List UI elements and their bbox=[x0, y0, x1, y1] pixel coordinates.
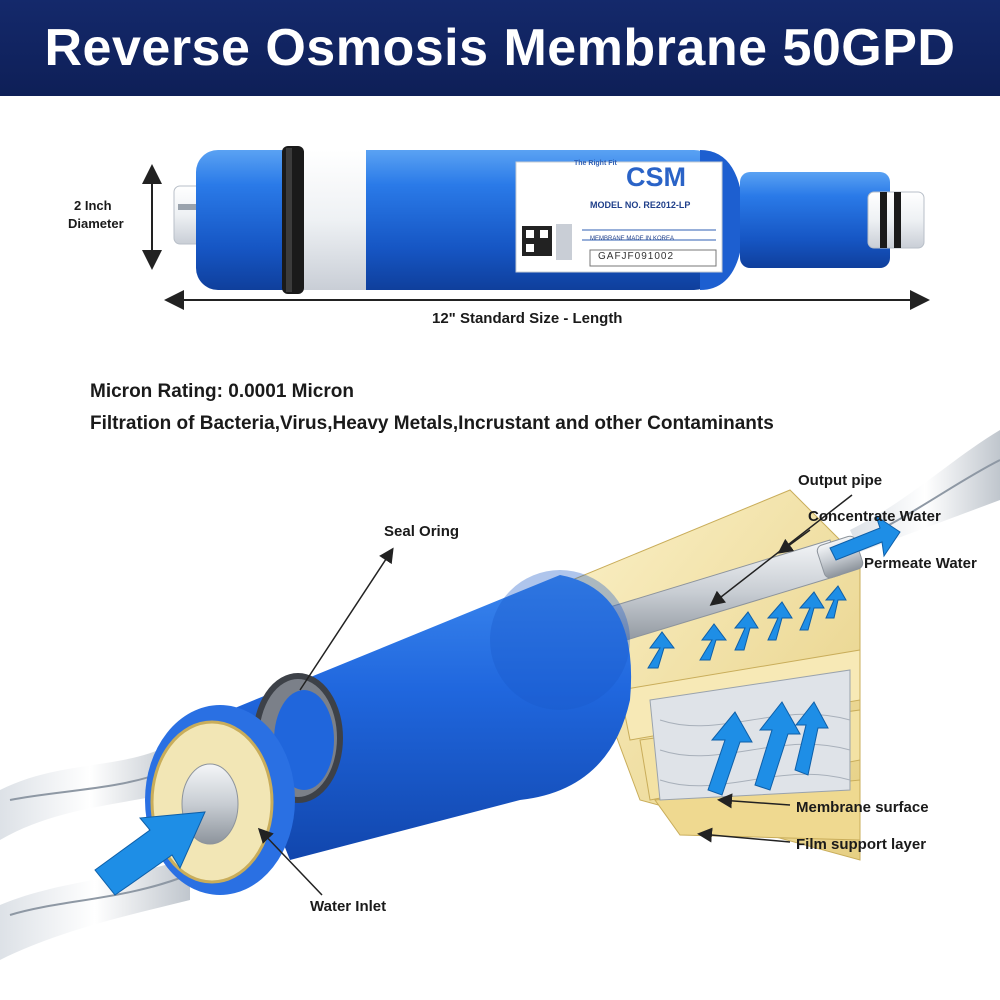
filtration-info: Filtration of Bacteria,Virus,Heavy Metal… bbox=[90, 413, 774, 434]
callout-lines bbox=[257, 494, 853, 896]
cutaway-diagram bbox=[0, 430, 1000, 960]
flow-arrows bbox=[94, 514, 901, 896]
label-permeate-water: Permeate Water bbox=[864, 555, 977, 572]
label-concentrate-water: Concentrate Water bbox=[808, 508, 941, 525]
length-label: 12" Standard Size - Length bbox=[432, 310, 623, 327]
label-film-support-layer: Film support layer bbox=[796, 836, 927, 853]
diameter-label-line2: Diameter bbox=[68, 216, 124, 231]
title-banner: Reverse Osmosis Membrane 50GPD bbox=[0, 0, 1000, 96]
label-made-in: MEMBRANE MADE IN KOREA bbox=[590, 236, 675, 242]
label-membrane-surface: Membrane surface bbox=[796, 799, 929, 816]
label-model: MODEL NO. RE2012-LP bbox=[590, 200, 691, 210]
micron-rating: Micron Rating: 0.0001 Micron bbox=[90, 381, 354, 402]
diameter-label-line1: 2 Inch bbox=[74, 198, 112, 213]
label-tagline: The Right Fit bbox=[574, 160, 617, 167]
label-output-pipe: Output pipe bbox=[798, 472, 883, 489]
page-title: Reverse Osmosis Membrane 50GPD bbox=[44, 19, 956, 77]
cartridge-photo bbox=[173, 146, 925, 294]
membrane-housing bbox=[145, 570, 632, 895]
brand-logo: CSM bbox=[626, 162, 686, 192]
label-water-inlet: Water Inlet bbox=[310, 898, 387, 915]
label-serial: GAFJF091002 bbox=[598, 251, 675, 262]
label-seal-oring: Seal Oring bbox=[384, 523, 460, 540]
